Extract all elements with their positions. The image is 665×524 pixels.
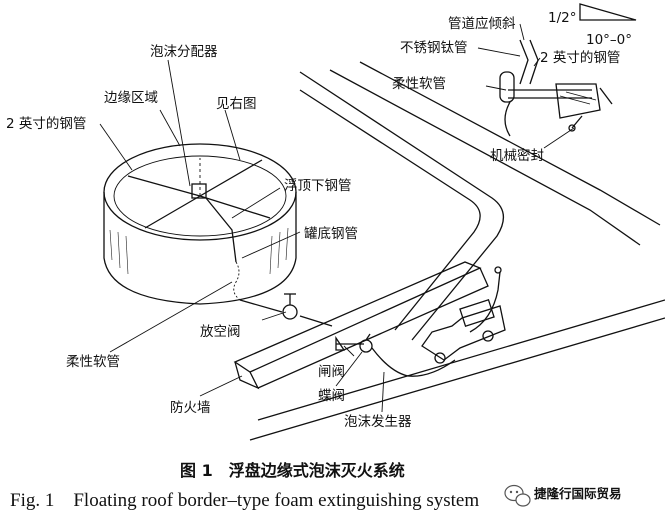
- label-pipe-slope: 管道应倾斜: [448, 15, 516, 32]
- watermark: 捷隆行国际贸易: [504, 484, 622, 507]
- fire-wall-shape: [233, 261, 489, 390]
- label-butterfly-valve: 蝶阀: [318, 388, 345, 404]
- label-foam-distributor: 泡沫分配器: [150, 44, 218, 60]
- foam-generator-truck: [421, 266, 506, 364]
- label-tank-bottom-pipe: 罐底钢管: [304, 226, 358, 242]
- foam-pipeline: [239, 271, 501, 377]
- storage-tank: [103, 143, 297, 305]
- label-mech-seal: 机械密封: [490, 147, 544, 164]
- label-slope-ratio: 1/2°: [548, 10, 576, 26]
- label-two-inch-pipe-right: 2 英寸的钢管: [540, 49, 620, 66]
- label-foam-generator: 泡沫发生器: [344, 414, 412, 430]
- label-stainless-pipe: 不锈钢钛管: [400, 40, 468, 56]
- leader-lines: [99, 23, 575, 413]
- label-flex-hose-top: 柔性软管: [392, 76, 446, 92]
- caption-cn: 图 1 浮盘边缘式泡沫灭火系统: [180, 461, 405, 480]
- label-flex-hose-bottom: 柔性软管: [66, 354, 120, 370]
- label-roof-under-pipe: 浮顶下钢管: [284, 178, 352, 194]
- label-see-right: 见右图: [216, 96, 257, 112]
- labels: 管道应倾斜 1/2° 10°–0° 不锈钢钛管 2 英寸的钢管 柔性软管 机械密…: [6, 10, 632, 430]
- label-angle-range: 10°–0°: [586, 32, 632, 48]
- label-vent-valve: 放空阀: [200, 324, 241, 340]
- label-fire-wall: 防火墙: [170, 400, 211, 416]
- dike-road-outline: [249, 61, 665, 441]
- caption-en: Fig. 1 Floating roof border–type foam ex…: [10, 490, 479, 511]
- wechat-icon: [504, 484, 531, 507]
- label-gate-valve: 闸阀: [318, 364, 345, 380]
- label-two-inch-pipe-left: 2 英寸的钢管: [6, 115, 86, 132]
- watermark-text: 捷隆行国际贸易: [534, 486, 622, 501]
- label-edge-zone: 边缘区域: [104, 90, 158, 106]
